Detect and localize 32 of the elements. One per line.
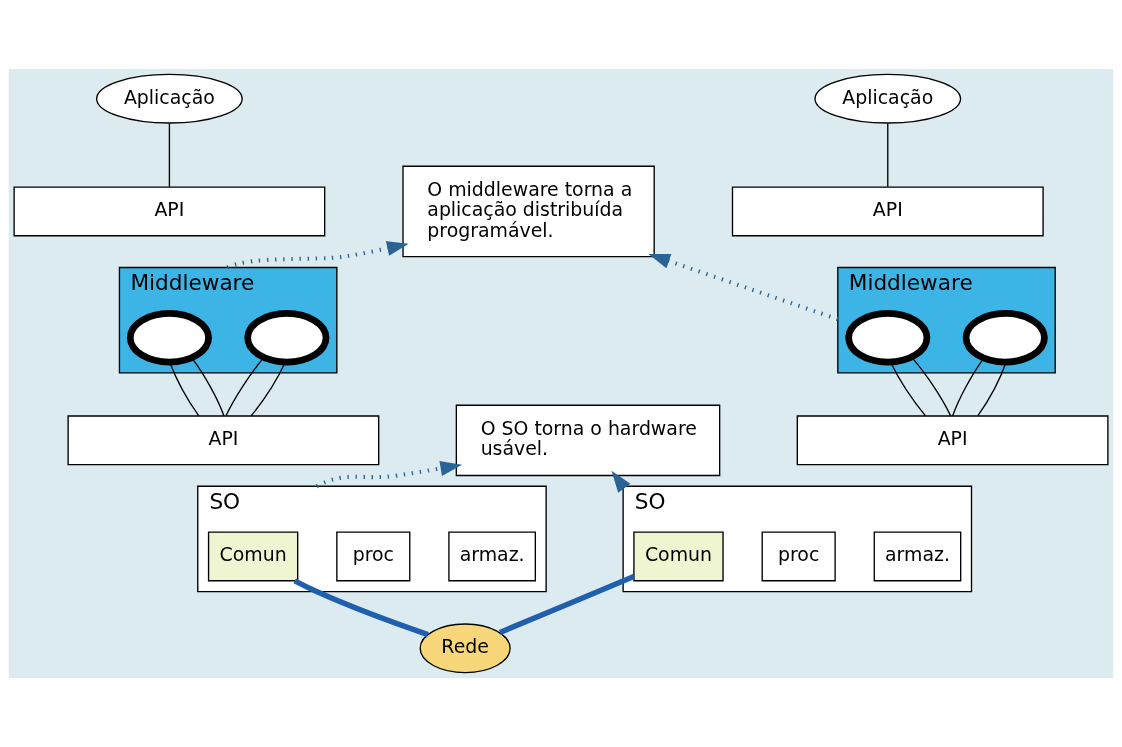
node-box: API: [67, 415, 380, 466]
node-circle: [244, 310, 330, 366]
connector: [293, 578, 429, 638]
node-box: O middleware torna a aplicação distribuída programável.: [402, 165, 655, 258]
node-box: O SO torna o hardware usável.: [455, 404, 721, 477]
connector: [887, 122, 889, 188]
arrow: [226, 241, 409, 270]
node-ellipse: Aplicação: [814, 73, 962, 124]
connector: [225, 357, 265, 417]
node-circle: [845, 310, 931, 366]
node-box: API: [731, 186, 1044, 237]
connector: [951, 357, 985, 417]
node-box: armaz.: [873, 531, 962, 582]
cluster: Middleware: [118, 266, 338, 374]
node-box: API: [796, 415, 1109, 466]
cluster: Middleware: [837, 266, 1056, 374]
connector: [191, 357, 225, 417]
node-ellipse: Aplicação: [95, 73, 243, 124]
node-circle: [962, 310, 1048, 366]
node-circle: [126, 310, 212, 366]
node-ellipse: Rede: [419, 623, 511, 674]
node-box: Comun: [207, 531, 299, 582]
node-box: armaz.: [448, 531, 536, 582]
node-box: Comun: [633, 531, 724, 582]
connector: [168, 122, 171, 188]
arrow: [611, 470, 631, 493]
arrow: [648, 253, 839, 322]
connector: [498, 574, 635, 635]
node-box: proc: [761, 531, 836, 582]
node-box: proc: [336, 531, 411, 582]
connector: [911, 356, 952, 417]
node-box: API: [13, 186, 326, 237]
